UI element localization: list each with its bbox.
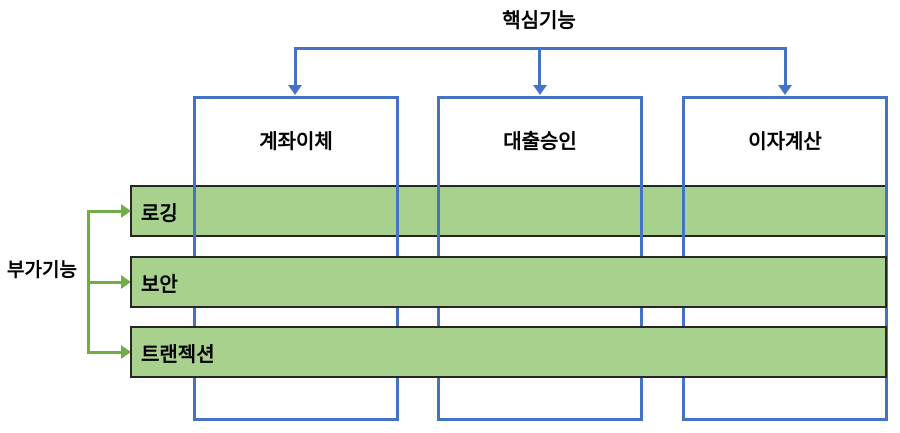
core-module-label: 계좌이체 xyxy=(259,131,333,153)
arrow-down-icon xyxy=(778,85,792,95)
side-functions-label: 부가기능 xyxy=(7,260,77,281)
aspect-connector-branch xyxy=(87,351,121,354)
core-bracket-vline-right xyxy=(784,47,787,86)
arrow-right-icon xyxy=(121,275,131,289)
aspect-bar-label: 보안 xyxy=(141,273,178,296)
aspect-bar-logging: 로깅 xyxy=(130,185,887,237)
core-bracket-vline-middle xyxy=(538,47,541,86)
aspect-bar-security: 보안 xyxy=(130,256,887,308)
aspect-connector-branch xyxy=(87,281,121,284)
aspect-connector-branch xyxy=(87,210,121,213)
aspect-bar-transaction: 트랜젝션 xyxy=(130,326,887,378)
core-functions-title: 핵심기능 xyxy=(502,10,576,32)
core-bracket-vline-left xyxy=(294,47,297,86)
core-module-label: 대출승인 xyxy=(503,131,577,153)
arrow-down-icon xyxy=(533,85,547,95)
aspect-bar-label: 트랜젝션 xyxy=(141,343,215,366)
arrow-down-icon xyxy=(288,85,302,95)
core-module-label: 이자계산 xyxy=(748,131,822,153)
aspect-bar-label: 로깅 xyxy=(141,202,178,225)
arrow-right-icon xyxy=(121,345,131,359)
arrow-right-icon xyxy=(121,204,131,218)
